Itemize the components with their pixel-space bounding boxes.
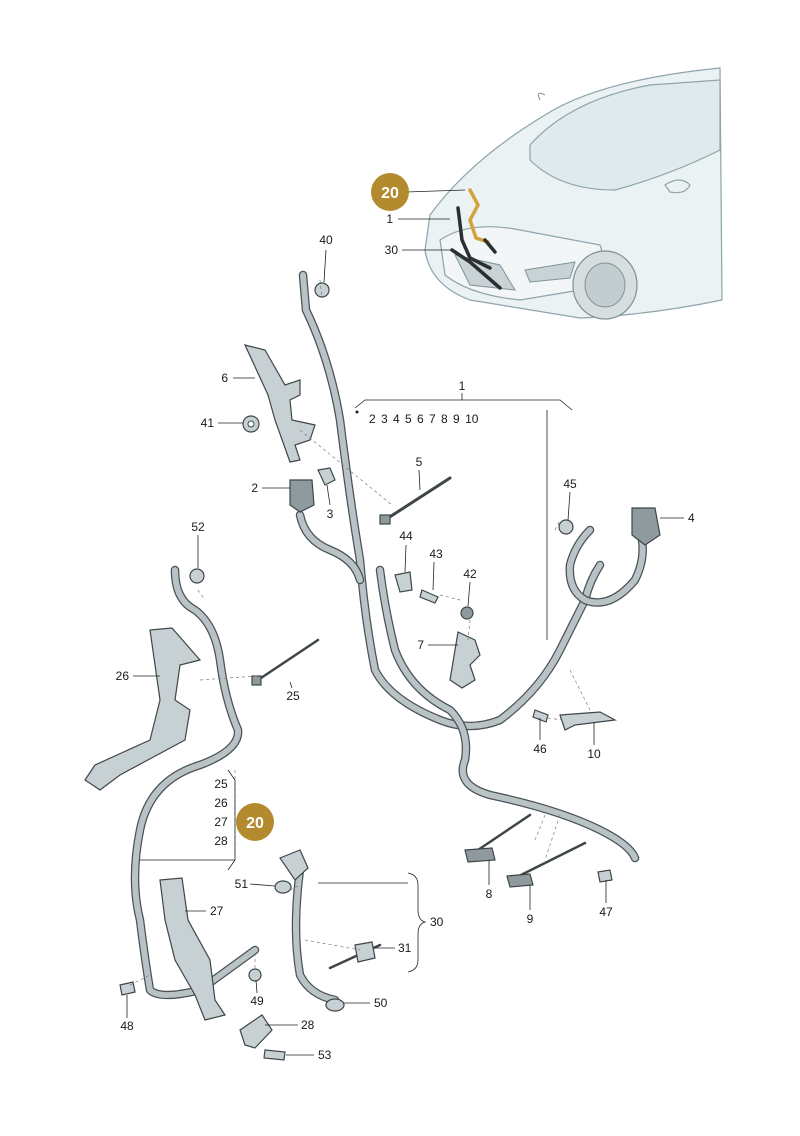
- bolt-46: [532, 709, 549, 723]
- cable-tie-25: [256, 638, 320, 682]
- label-53: 53: [318, 1048, 332, 1062]
- leader-40: [323, 249, 327, 283]
- label-6: 6: [221, 371, 228, 385]
- label-2: 2: [251, 481, 258, 495]
- leader-45: [567, 491, 571, 521]
- connector-4: [631, 507, 661, 546]
- label-52: 52: [191, 520, 205, 534]
- main-harness: [295, 270, 647, 863]
- label-46: 46: [533, 742, 547, 756]
- nut-42: [460, 606, 474, 620]
- label-47: 47: [599, 905, 613, 919]
- bolt-48: [119, 981, 136, 996]
- bracket-6: [243, 344, 316, 463]
- label-51: 51: [235, 877, 249, 891]
- badge-20-top: 20: [371, 173, 409, 211]
- label-25-list: 25: [214, 777, 228, 791]
- label-44: 44: [399, 529, 413, 543]
- label-27: 27: [210, 904, 224, 918]
- label-49: 49: [250, 994, 264, 1008]
- nut-49: [248, 968, 262, 982]
- car-harness-highlight: [450, 188, 502, 290]
- label-8: 8: [486, 887, 493, 901]
- group-1-brace: [354, 399, 573, 411]
- label-50: 50: [374, 996, 388, 1010]
- left-harness: [130, 565, 260, 1000]
- label-26: 26: [116, 669, 130, 683]
- cable-tie-5: [383, 476, 452, 522]
- leader-5: [418, 469, 421, 491]
- label-28-list: 28: [214, 834, 228, 848]
- nut-52: [189, 568, 205, 584]
- bolt-43: [419, 589, 439, 604]
- car-illustration: [424, 67, 723, 320]
- leader-3: [326, 484, 331, 506]
- car-leaders: [398, 189, 466, 251]
- group-30-brace: [407, 872, 427, 973]
- label-28: 28: [301, 1018, 315, 1032]
- label-43: 43: [429, 547, 443, 561]
- label-41: 41: [201, 416, 215, 430]
- label-4: 4: [688, 511, 695, 525]
- label-31: 31: [398, 941, 412, 955]
- holder-44: [394, 571, 413, 593]
- label-26-list: 26: [214, 796, 228, 810]
- connector-2: [289, 479, 315, 513]
- ground-strap-30: [279, 849, 340, 1005]
- leader-42: [467, 581, 471, 607]
- cable-tie-9: [513, 841, 587, 880]
- leader-49: [255, 979, 258, 994]
- badge-20-left: 20: [236, 803, 274, 841]
- leader-44: [404, 544, 407, 573]
- label-1-group-items: 2 3 4 5 6 7 8 9 10: [369, 412, 479, 426]
- label-40: 40: [319, 233, 333, 247]
- nut-50: [325, 998, 345, 1012]
- clip-3: [317, 467, 336, 486]
- nut-45: [558, 519, 574, 535]
- label-7: 7: [417, 638, 424, 652]
- bracket-26: [84, 627, 202, 791]
- label-10: 10: [587, 747, 601, 761]
- leader-25: [289, 681, 293, 689]
- badge-20-top-text: 20: [381, 185, 399, 202]
- label-45: 45: [563, 477, 577, 491]
- label-27-list: 27: [214, 815, 228, 829]
- bracket-27: [159, 877, 226, 1021]
- label-5: 5: [416, 455, 423, 469]
- nut-40: [314, 282, 330, 298]
- group-25-28-brace: [227, 769, 236, 871]
- label-30-car: 30: [385, 243, 399, 257]
- label-9: 9: [527, 912, 534, 926]
- bolt-53: [263, 1049, 286, 1061]
- nut-51: [274, 880, 292, 894]
- bracket-28: [239, 1014, 273, 1049]
- cable-tie-8: [473, 813, 532, 854]
- leader-43: [432, 561, 435, 591]
- label-25: 25: [286, 689, 300, 703]
- bolt-47: [597, 869, 613, 883]
- leader-51: [249, 883, 276, 887]
- label-1-car: 1: [386, 212, 393, 226]
- label-48: 48: [120, 1019, 134, 1033]
- label-3: 3: [327, 507, 334, 521]
- label-42: 42: [463, 567, 477, 581]
- bracket-10: [559, 711, 617, 731]
- bracket-7: [449, 631, 481, 689]
- label-1-group: 1: [459, 379, 466, 393]
- label-30: 30: [430, 915, 444, 929]
- badge-20-left-text: 20: [246, 815, 264, 832]
